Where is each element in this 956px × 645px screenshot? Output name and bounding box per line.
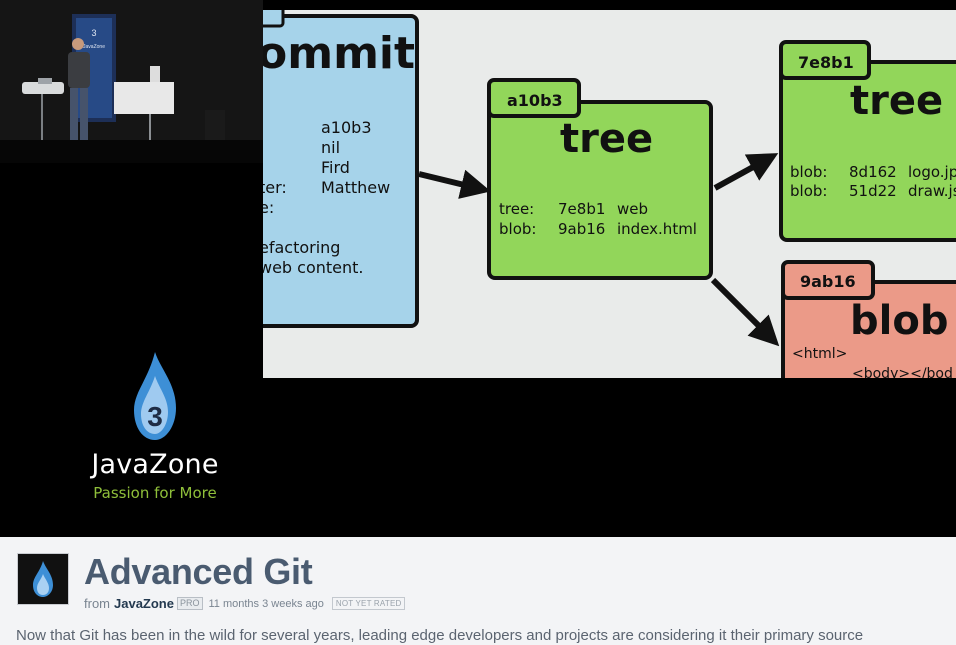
svg-text:3: 3	[147, 401, 163, 432]
svg-text:web: web	[617, 200, 648, 218]
svg-text:Fird: Fird	[321, 158, 350, 177]
svg-text:ter:: ter:	[263, 178, 287, 197]
arrow-tree-to-blob	[710, 277, 780, 347]
svg-text:blob:: blob:	[499, 220, 536, 238]
conference-name: JavaZone	[91, 449, 219, 480]
svg-text:web content.: web content.	[263, 258, 364, 277]
channel-avatar[interactable]	[17, 553, 69, 605]
tree-object-box-right: 7e8b1 tree blob: 8d162 logo.jp blob: 51d…	[779, 40, 956, 242]
arrow-commit-to-tree	[418, 169, 491, 199]
flame-avatar-icon	[33, 561, 53, 597]
svg-text:9ab16: 9ab16	[800, 272, 856, 291]
commit-title: ommit	[263, 28, 415, 79]
pro-badge[interactable]: PRO	[176, 597, 203, 610]
svg-text:7e8b1: 7e8b1	[558, 200, 605, 218]
rating-badge: NOT YET RATED	[331, 597, 406, 610]
svg-text:nil: nil	[321, 138, 340, 157]
svg-text:51d22: 51d22	[849, 182, 897, 200]
tree-hash-tab: a10b3	[507, 91, 563, 110]
svg-text:logo.jp: logo.jp	[908, 163, 956, 181]
svg-text:7e8b1: 7e8b1	[798, 53, 854, 72]
blob-object-box: 9ab16 blob <html> <body></bod	[781, 260, 956, 378]
conference-branding: 3 JavaZone Passion for More	[70, 350, 240, 502]
upload-time: 11 months 3 weeks ago	[208, 597, 324, 610]
video-description: Now that Git has been in the wild for se…	[16, 627, 864, 644]
svg-text:blob:: blob:	[790, 163, 827, 181]
commit-object-box: ommit a10b3 nil Fird Matthew ter: e: efa…	[263, 10, 419, 328]
video-player[interactable]: 3 JavaZone 3 JavaZone Passion for More	[0, 0, 956, 537]
git-object-diagram: ommit a10b3 nil Fird Matthew ter: e: efa…	[263, 10, 956, 378]
svg-text:index.html: index.html	[617, 220, 697, 238]
svg-text:JavaZone: JavaZone	[83, 44, 105, 50]
from-label: from	[84, 596, 110, 611]
svg-text:blob:: blob:	[790, 182, 827, 200]
svg-text:9ab16: 9ab16	[558, 220, 605, 238]
svg-text:<body></bod: <body></bod	[852, 366, 953, 378]
svg-text:tree:: tree:	[499, 200, 534, 218]
video-title: Advanced Git	[84, 551, 313, 592]
svg-text:tree: tree	[850, 78, 943, 124]
speaker-camera-feed: 3 JavaZone	[0, 0, 263, 163]
svg-text:blob: blob	[850, 298, 948, 344]
svg-text:3: 3	[91, 28, 96, 38]
conference-tagline: Passion for More	[93, 484, 217, 502]
svg-text:e:: e:	[263, 198, 274, 217]
svg-text:draw.js: draw.js	[908, 182, 956, 200]
svg-text:<html>: <html>	[792, 346, 847, 362]
svg-text:Matthew: Matthew	[321, 178, 390, 197]
author-link[interactable]: JavaZone	[114, 596, 174, 611]
byline: from JavaZone PRO 11 months 3 weeks ago …	[84, 596, 406, 611]
tree-object-box: a10b3 tree tree: 7e8b1 web blob: 9ab16 i…	[487, 78, 713, 280]
svg-text:efactoring: efactoring	[263, 238, 340, 257]
svg-text:8d162: 8d162	[849, 163, 897, 181]
presentation-slide: ommit a10b3 nil Fird Matthew ter: e: efa…	[263, 10, 956, 378]
svg-text:a10b3: a10b3	[321, 118, 372, 137]
stage-scene: 3 JavaZone	[0, 0, 263, 163]
flame-logo-icon: 3	[134, 352, 176, 440]
arrow-tree-to-tree	[713, 153, 779, 191]
tree-type-heading: tree	[560, 116, 653, 162]
